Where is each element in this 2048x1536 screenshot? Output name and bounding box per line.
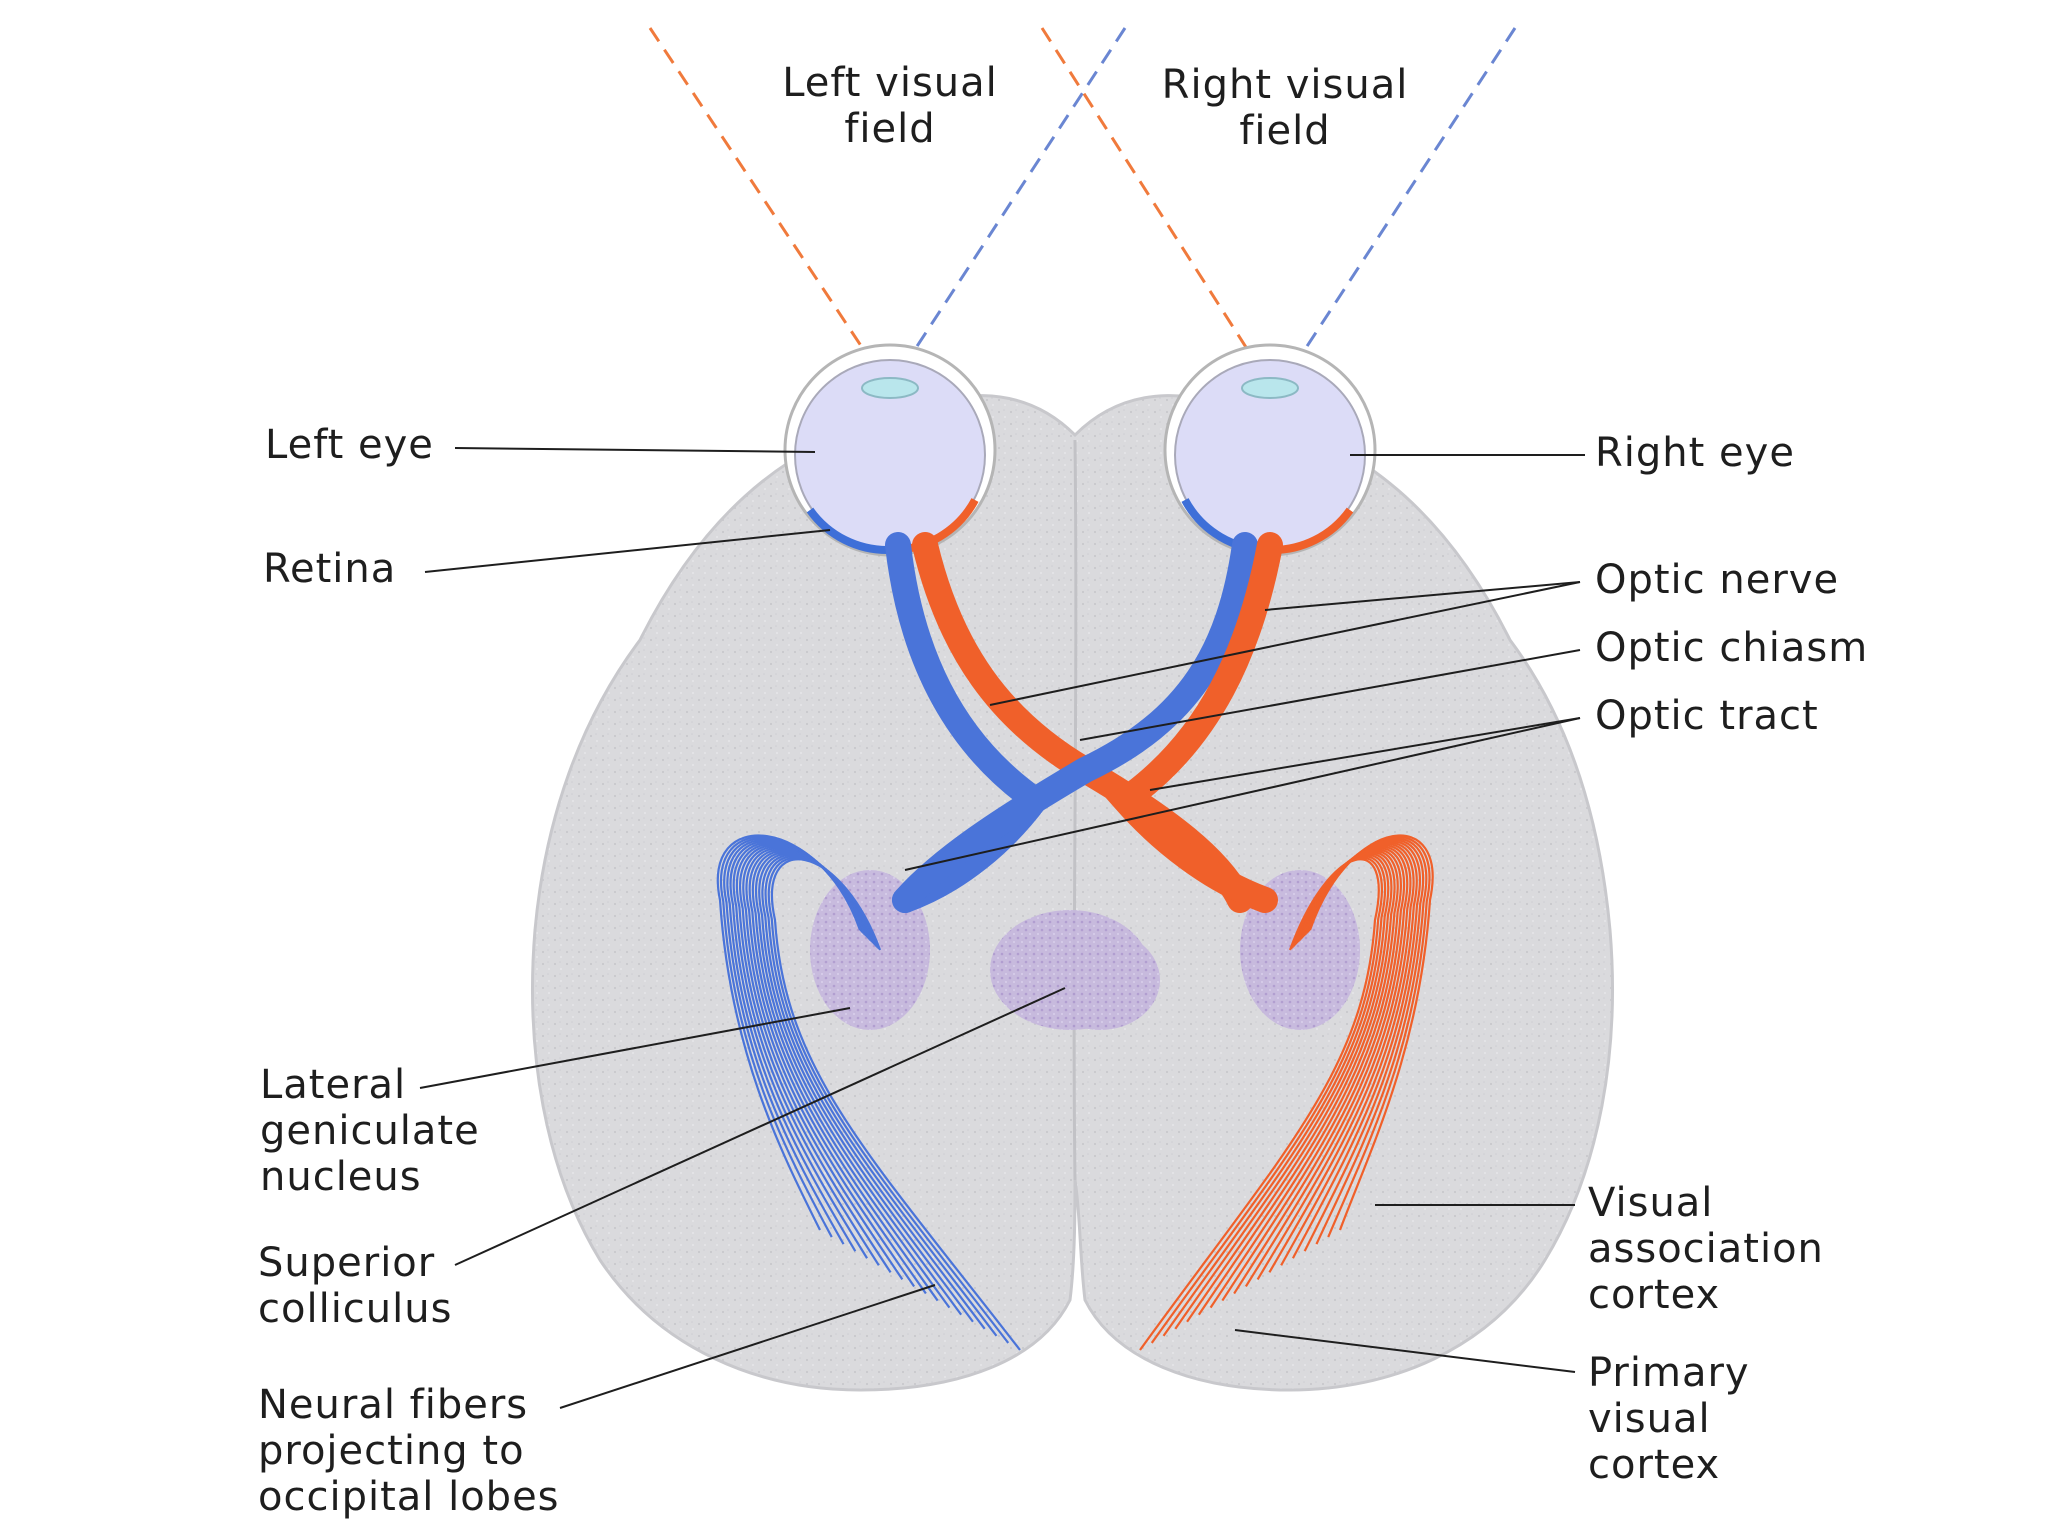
right-neural-fibers <box>1139 834 1434 1351</box>
optic-tract-label: Optic tract <box>1595 693 1819 739</box>
leader-neural-fibers <box>559 1284 936 1409</box>
superior-colliculus-label: Superior colliculus <box>258 1240 453 1332</box>
right-visual-field-label: Right visual field <box>1161 62 1409 154</box>
optic-nerve-label: Optic nerve <box>1595 557 1840 603</box>
optic-pathway <box>885 532 1283 913</box>
primary-visual-cortex-label: Primary visual cortex <box>1588 1350 1750 1488</box>
leader-lgn <box>419 1007 851 1089</box>
leader-primary-visual-cortex <box>1234 1329 1576 1373</box>
leader-optic-tract-b <box>904 717 1581 871</box>
right-eye-label: Right eye <box>1595 430 1795 476</box>
leader-superior-colliculus <box>454 987 1066 1266</box>
leader-lines <box>419 447 1585 1409</box>
leader-optic-nerve-a <box>1264 581 1581 611</box>
right-fiber <box>1139 858 1380 1351</box>
leader-optic-chiasm <box>1079 649 1581 741</box>
left-nerve-blue <box>885 532 1054 913</box>
neural-fibers-label: Neural fibers projecting to occipital lo… <box>258 1382 560 1520</box>
right-nerve-blue <box>892 532 1258 913</box>
leader-optic-nerve-b <box>989 581 1581 706</box>
leader-retina <box>424 529 831 573</box>
optic-chiasm-label: Optic chiasm <box>1595 625 1869 671</box>
left-fiber <box>770 858 1021 1351</box>
retina-label: Retina <box>263 546 397 592</box>
left-eye-label: Left eye <box>265 422 434 468</box>
right-nerve-orange <box>1105 532 1283 913</box>
right-eye-shape <box>1163 343 1377 557</box>
left-eye-shape <box>783 343 997 557</box>
leader-optic-tract-a <box>1149 717 1581 791</box>
left-neural-fibers <box>716 834 1021 1351</box>
right-superior-colliculus <box>1040 930 1160 1030</box>
lateral-geniculate-nucleus-label: Lateral geniculate nucleus <box>260 1062 480 1200</box>
visual-association-cortex-label: Visual association cortex <box>1588 1180 1824 1318</box>
leader-left-eye <box>454 447 816 453</box>
left-visual-field-label: Left visual field <box>782 60 998 152</box>
